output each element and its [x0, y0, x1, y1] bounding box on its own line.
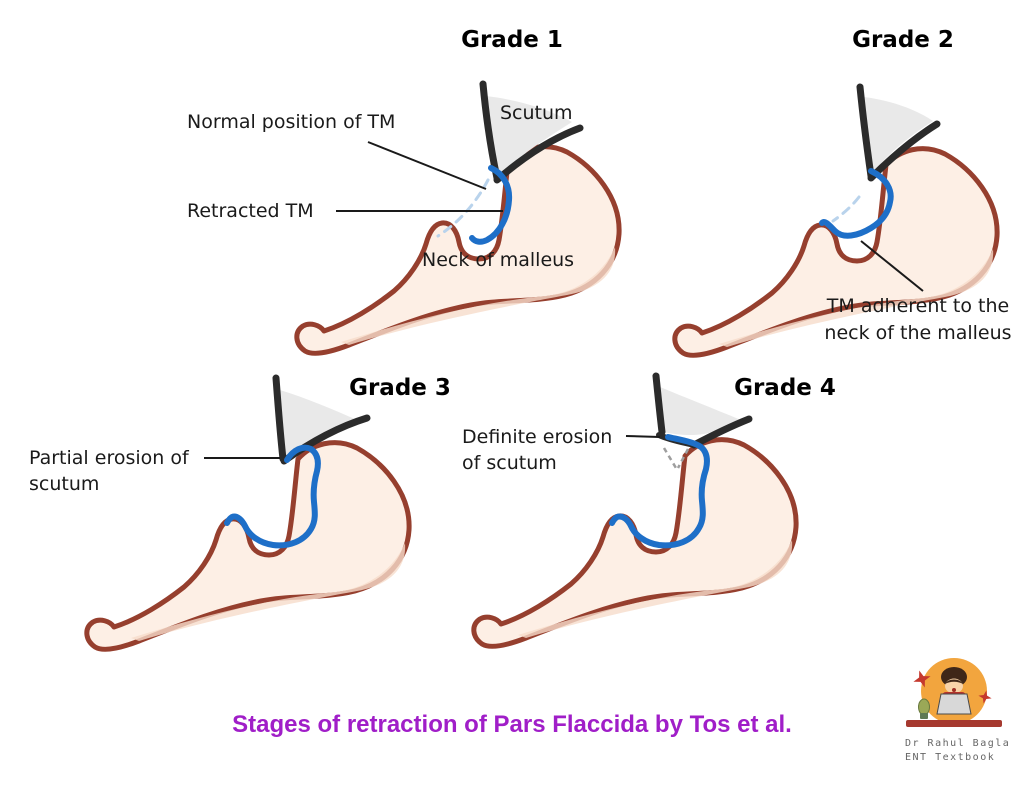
cactus-pot [920, 713, 928, 719]
retracted-tm-line-grade1 [469, 165, 513, 245]
normal-tm-dashed-line-grade2 [831, 195, 861, 223]
pointer-adherent-tm [860, 240, 924, 292]
scutum-wall-grade3 [272, 374, 287, 463]
adherent-tm-line-grade2 [819, 168, 894, 239]
grade3-drawing [87, 374, 409, 649]
desk [906, 720, 1002, 727]
laptop-icon [936, 693, 972, 715]
logo-text-line1: Dr Rahul Bagla [905, 738, 1011, 749]
grade4-drawing [474, 372, 796, 646]
panel-title-grade3: Grade 3 [349, 375, 451, 401]
pointer-definite-erosion [625, 435, 661, 438]
erosion-dash-right [676, 448, 690, 469]
scutum-wall-grade2 [856, 83, 875, 180]
retracted-tm-line-grade4 [609, 434, 710, 549]
label-partial-erosion: Partial erosion of scutum [29, 447, 189, 495]
ent-textbook-logo [906, 658, 1002, 727]
label-tm-adherent: TM adherent to the neck of the malleus [824, 295, 1012, 344]
boy-mouth [952, 688, 956, 692]
scutum-fill-grade1 [486, 96, 572, 176]
panel-title-grade2: Grade 2 [852, 27, 954, 53]
pointer-normal-tm [367, 141, 487, 190]
panel-title-grade4: Grade 4 [734, 375, 836, 401]
scutum-fill-grade2 [864, 97, 933, 175]
scutum-fill-grade4 [660, 387, 741, 436]
label-normal-position-of-tm: Normal position of TM [187, 111, 396, 133]
logo-text-line2: ENT Textbook [905, 752, 996, 763]
scutum-edge-grade1 [493, 124, 584, 184]
panel-title-grade1: Grade 1 [461, 27, 563, 53]
label-definite-erosion: Definite erosion of scutum [462, 426, 613, 474]
label-scutum: Scutum [500, 102, 573, 124]
grade2-drawing [675, 83, 997, 355]
retracted-tm-line-grade3 [224, 444, 321, 549]
grade1-drawing [297, 80, 619, 353]
scutum-wall-grade4 [652, 372, 666, 436]
boy-face [945, 678, 963, 694]
erosion-dash-left [662, 447, 678, 469]
figure-caption: Stages of retraction of Pars Flaccida by… [232, 711, 792, 738]
scutum-fill-grade3 [280, 390, 357, 458]
boy-fringe [945, 679, 963, 684]
label-retracted-tm: Retracted TM [187, 200, 314, 222]
label-neck-of-malleus: Neck of malleus [422, 249, 575, 271]
